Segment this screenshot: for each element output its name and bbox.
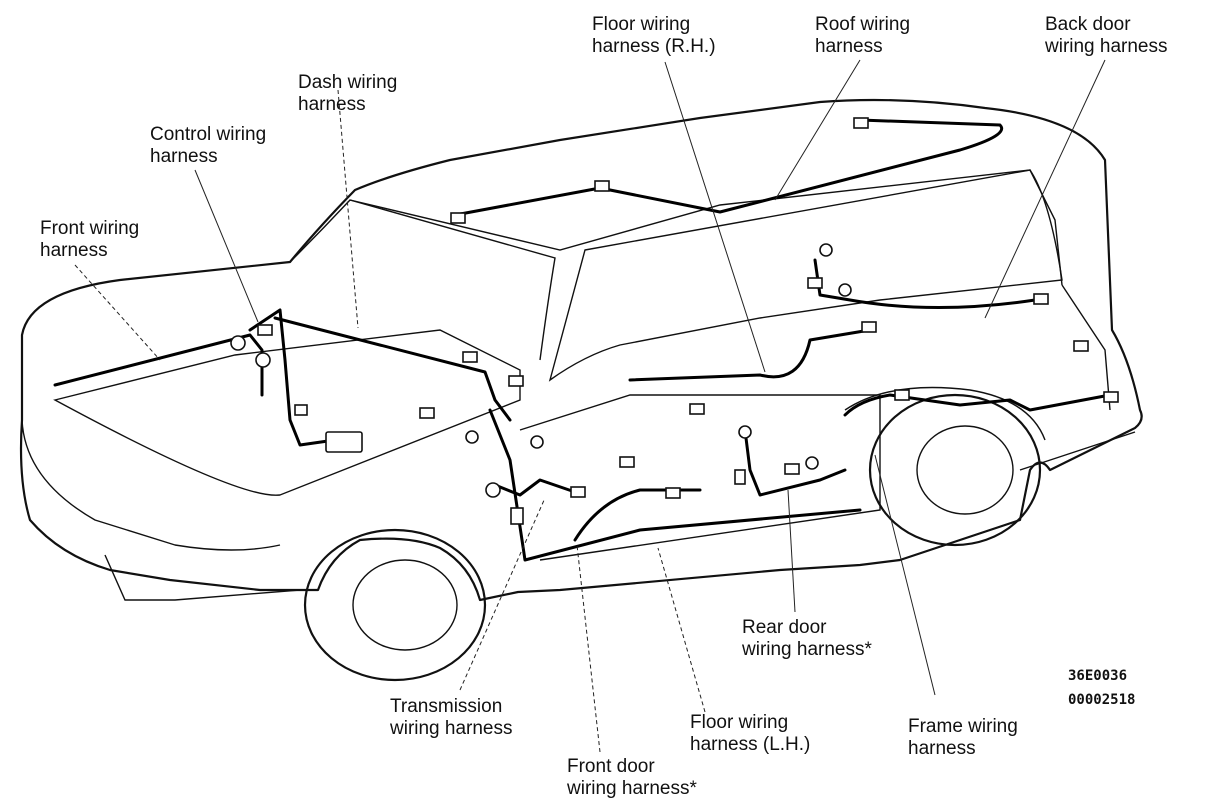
connector (325, 431, 363, 453)
label-floor-wiring-harness-lh: Floor wiring harness (L.H.) (690, 712, 811, 755)
label-transmission-wiring-harness: Transmission wiring harness (390, 696, 513, 739)
label-rear-door-wiring-harness: Rear door wiring harness* (742, 617, 872, 660)
leader-front-door (576, 544, 601, 753)
connector (294, 404, 308, 416)
leader-floor-rh (664, 61, 766, 373)
body-outline (19, 98, 1143, 602)
connector (257, 324, 273, 336)
side-window (548, 169, 1063, 382)
underbody (104, 554, 301, 601)
leader-dash (337, 89, 359, 329)
windshield (289, 199, 556, 361)
connector (510, 507, 524, 525)
connector (853, 117, 869, 129)
connector (784, 463, 800, 475)
connector (508, 375, 524, 387)
grommet (255, 352, 271, 368)
leader-roof (774, 59, 861, 201)
transmission-harness-wire (493, 478, 577, 497)
grommet (738, 425, 752, 439)
leader-control (194, 169, 259, 323)
grommet (485, 482, 501, 498)
label-front-wiring-harness: Front wiring harness (40, 218, 140, 261)
vehicle-body (19, 98, 1143, 682)
connector (734, 469, 746, 485)
dash-harness-wire (273, 316, 512, 422)
grommet (465, 430, 479, 444)
connector (1033, 293, 1049, 305)
label-floor-wiring-harness-rh: Floor wiring harness (R.H.) (592, 14, 716, 57)
roof-edge (349, 169, 1063, 286)
back-door-harness-wire (813, 258, 1037, 309)
hood-panel (53, 329, 521, 496)
control-harness-wire (248, 308, 337, 447)
grommet (805, 456, 819, 470)
floor-lh-harness-wire (488, 408, 862, 562)
wiring-harnesses (53, 117, 1119, 562)
label-roof-wiring-harness: Roof wiring harness (815, 14, 911, 57)
connector (570, 486, 586, 498)
connector (450, 212, 466, 224)
grommet (230, 335, 246, 351)
rear-wheel-arch (844, 386, 1046, 441)
connector (1103, 391, 1119, 403)
label-dash-wiring-harness: Dash wiring harness (298, 72, 398, 115)
rear-wheel (868, 393, 1042, 547)
label-frame-wiring-harness: Frame wiring harness (908, 716, 1018, 759)
grommet (819, 243, 833, 257)
leader-frame (874, 454, 936, 696)
grommet (838, 283, 852, 297)
rear-side (1061, 284, 1111, 411)
connector (689, 403, 705, 415)
connector (419, 407, 435, 419)
frame-harness-wire (843, 393, 1112, 417)
grommet (530, 435, 544, 449)
front-wheel (303, 528, 487, 682)
label-control-wiring-harness: Control wiring harness (150, 124, 267, 167)
leader-back-door (984, 59, 1106, 319)
label-front-door-wiring-harness: Front door wiring harness* (567, 756, 697, 799)
leader-rear-door (787, 489, 796, 613)
figure-codes: 36E0036 00002518 (1068, 668, 1136, 708)
leader-front (74, 264, 161, 361)
label-back-door-wiring-harness: Back door wiring harness (1045, 14, 1168, 57)
connector (594, 180, 610, 192)
leader-lines (74, 59, 1106, 753)
connector (619, 456, 635, 468)
floor-edge (519, 394, 881, 561)
leader-floor-lh (657, 547, 706, 713)
rear-door-harness-wire (743, 428, 847, 497)
connector (462, 351, 478, 363)
connector (807, 277, 823, 289)
front-bumper (21, 419, 281, 551)
front-wheel-hub (352, 559, 458, 651)
roof-harness-wire (453, 118, 1004, 217)
front-harness-wire (53, 333, 264, 397)
connector (665, 487, 681, 499)
leader-transmission (459, 497, 546, 691)
rear-wheel-hub (916, 425, 1014, 515)
connector (861, 321, 877, 333)
floor-rh-harness-wire (628, 328, 872, 382)
connector (894, 389, 910, 401)
front-door-harness-wire (573, 488, 702, 542)
connector (1073, 340, 1089, 352)
